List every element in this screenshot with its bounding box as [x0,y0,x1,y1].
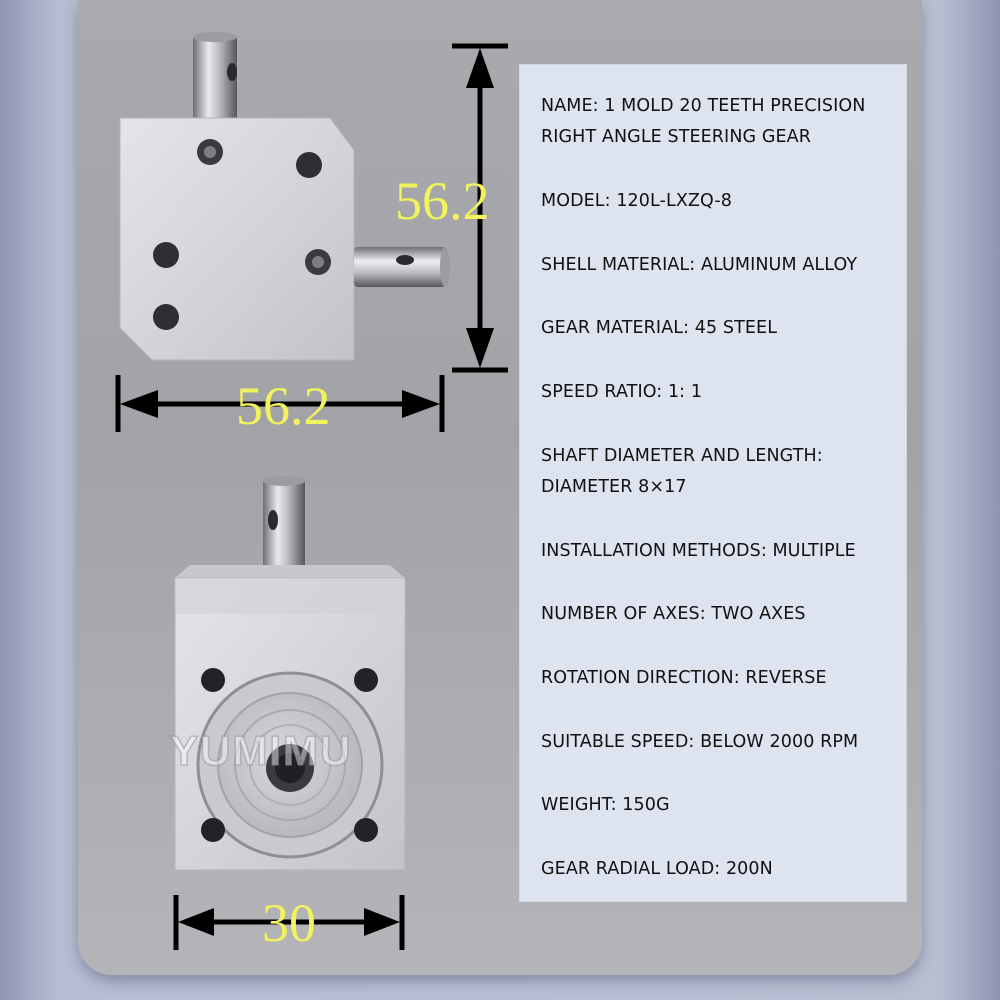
housing-side [119,117,355,361]
spec-model: MODEL: 120L-LXZQ-8 [541,191,733,211]
height-dimension: 56.2 [395,43,508,373]
shaft-hole [227,63,237,81]
width-dimension: 56.2 [115,375,445,436]
spec-installation: INSTALLATION METHODS: MULTIPLE [541,541,856,561]
watermark-logo: YUMIMU [170,727,352,774]
bolt-hole [354,668,378,692]
spec-weight: WEIGHT: 150G [541,795,670,815]
side-view-gearbox [119,32,450,361]
front-width-label: 30 [262,893,316,953]
spec-speed: SUITABLE SPEED: BELOW 2000 RPM [541,732,859,752]
shaft-hole [268,510,278,530]
spec-rotation: ROTATION DIRECTION: REVERSE [541,668,827,688]
bolt-hole [296,152,322,178]
spec-name: NAME: 1 MOLD 20 TEETH PRECISION RIGHT AN… [541,96,866,147]
spec-shell-material: SHELL MATERIAL: ALUMINUM ALLOY [541,255,858,275]
side-shaft [354,247,446,287]
spec-axes: NUMBER OF AXES: TWO AXES [541,604,806,624]
bolt-hole [201,818,225,842]
bolt-hole [153,304,179,330]
bolt-hole [201,668,225,692]
spec-gear-material: GEAR MATERIAL: 45 STEEL [541,318,778,338]
spec-shaft: SHAFT DIAMETER AND LENGTH: DIAMETER 8×17 [541,446,823,497]
top-shaft [193,35,237,125]
front-shaft [263,478,305,580]
width-label: 56.2 [236,376,331,436]
shaft-hole [396,255,414,265]
spec-sheet: NAME: 1 MOLD 20 TEETH PRECISION RIGHT AN… [519,64,907,902]
front-width-dimension: 30 [173,893,405,953]
spec-speed-ratio: SPEED RATIO: 1: 1 [541,382,703,402]
height-label: 56.2 [395,171,490,231]
bolt-hole [354,818,378,842]
bolt-hole [153,242,179,268]
spec-radial-load: GEAR RADIAL LOAD: 200N [541,859,773,879]
front-view-gearbox: YUMIMU [169,476,406,871]
